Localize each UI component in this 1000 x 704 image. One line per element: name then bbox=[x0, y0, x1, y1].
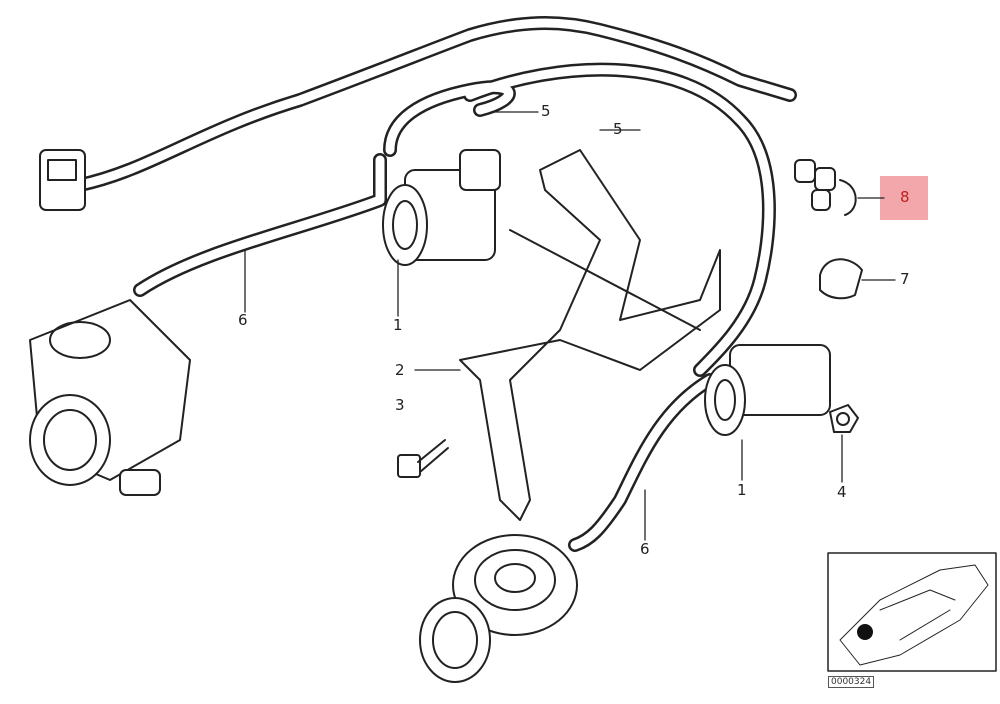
bracket-part-2 bbox=[459, 149, 721, 521]
callout-6: 6 bbox=[640, 540, 650, 558]
callout-2: 2 bbox=[395, 361, 405, 379]
location-dot bbox=[857, 624, 873, 640]
egr-valve-part bbox=[419, 534, 578, 683]
pressure-converter-part-1b bbox=[704, 344, 831, 436]
callout-1: 1 bbox=[737, 481, 747, 499]
callout-1: 1 bbox=[393, 316, 403, 334]
bolt-part-3 bbox=[397, 439, 449, 478]
callout-6: 6 bbox=[238, 311, 248, 329]
callout-3: 3 bbox=[395, 396, 405, 414]
inset-code: 0000324 bbox=[828, 676, 875, 688]
clip-part-8 bbox=[794, 159, 857, 216]
hoses bbox=[73, 16, 797, 552]
leader-lines bbox=[244, 111, 896, 541]
highlight-part-8 bbox=[880, 176, 928, 220]
vehicle-location-inset bbox=[827, 552, 997, 672]
air-mass-meter-part bbox=[29, 299, 191, 496]
callout-7: 7 bbox=[900, 270, 910, 288]
clip-part-7 bbox=[819, 258, 863, 300]
nut-part-4 bbox=[829, 404, 859, 433]
callout-5: 5 bbox=[541, 102, 551, 120]
callout-8: 8 bbox=[900, 188, 910, 206]
pressure-converter-part-1 bbox=[382, 149, 501, 266]
callout-4: 4 bbox=[837, 483, 847, 501]
connector-part bbox=[39, 149, 86, 211]
callout-5: 5 bbox=[613, 120, 623, 138]
